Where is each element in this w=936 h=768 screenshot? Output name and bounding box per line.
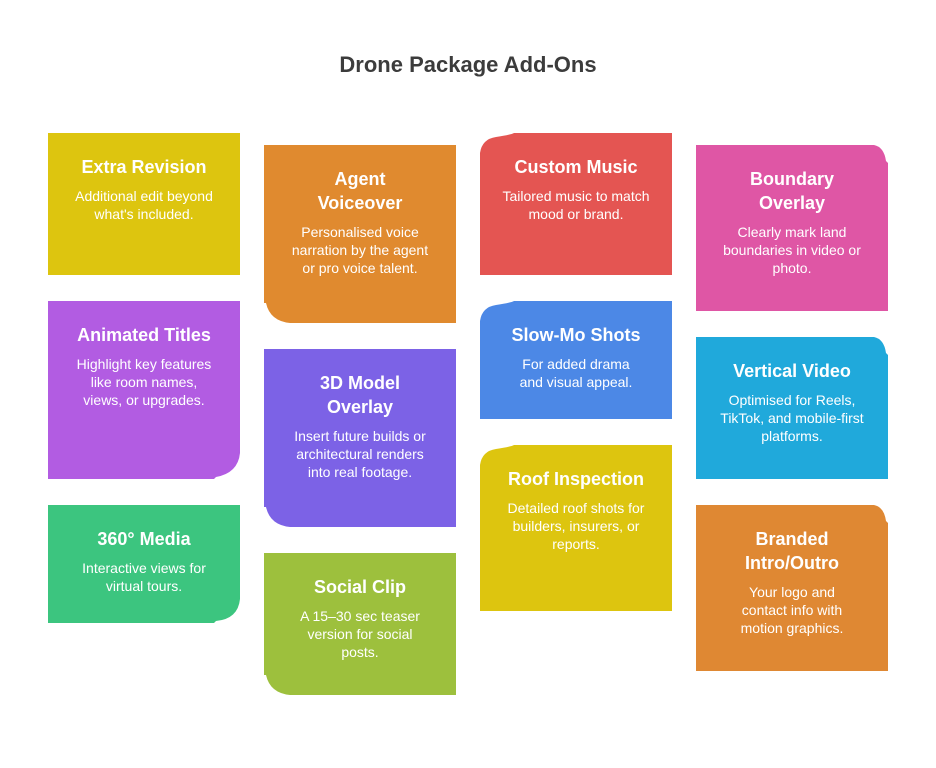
card-extra-revision: Extra Revision Additional edit beyond wh… (48, 133, 240, 275)
card-title: 3D Model Overlay (319, 373, 400, 417)
card-description: Highlight key features like room names, … (76, 356, 212, 408)
card-title: Agent Voiceover (317, 169, 403, 213)
card-background (264, 553, 456, 695)
card-3d-model-overlay: 3D Model Overlay Insert future builds or… (264, 349, 456, 527)
card-background (480, 445, 672, 611)
card-agent-voiceover: Agent Voiceover Personalised voice narra… (264, 145, 456, 323)
card-background (264, 349, 456, 527)
card-description: Additional edit beyond what's included. (75, 188, 213, 222)
card-title: Slow-Mo Shots (511, 325, 641, 345)
card-title: Branded Intro/Outro (745, 529, 839, 573)
card-title: Boundary Overlay (749, 169, 834, 213)
card-animated-titles: Animated Titles Highlight key features l… (48, 301, 240, 479)
card-title: Social Clip (313, 577, 407, 597)
card-background (696, 337, 888, 479)
card-description: For added drama and visual appeal. (519, 356, 633, 390)
card-custom-music: Custom Music Tailored music to match moo… (480, 133, 672, 275)
card-branded-intro-outro: Branded Intro/Outro Your logo and contac… (696, 505, 888, 671)
card-title: Roof Inspection (508, 469, 644, 489)
card-360-media: 360° Media Interactive views for virtual… (48, 505, 240, 623)
card-vertical-video: Vertical Video Optimised for Reels, TikT… (696, 337, 888, 479)
card-description: Your logo and contact info with motion g… (740, 584, 844, 636)
card-background (696, 505, 888, 671)
card-background (480, 301, 672, 419)
page-title: Drone Package Add-Ons (339, 52, 597, 77)
card-background (480, 133, 672, 275)
card-description: Optimised for Reels, TikTok, and mobile-… (720, 392, 864, 444)
card-background (696, 145, 888, 311)
card-description: Interactive views for virtual tours. (82, 560, 206, 594)
card-description: A 15–30 sec teaser version for social po… (300, 608, 420, 660)
card-background (48, 301, 240, 479)
card-title: Extra Revision (81, 157, 207, 177)
card-background (264, 145, 456, 323)
card-title: Vertical Video (733, 361, 851, 381)
card-boundary-overlay: Boundary Overlay Clearly mark land bound… (696, 145, 888, 311)
card-description: Insert future builds or architectural re… (294, 428, 426, 480)
card-description: Tailored music to match mood or brand. (502, 188, 650, 222)
card-description: Detailed roof shots for builders, insure… (507, 500, 645, 552)
card-roof-inspection: Roof Inspection Detailed roof shots for … (480, 445, 672, 611)
card-description: Clearly mark land boundaries in video or… (723, 224, 861, 276)
card-title: 360° Media (97, 529, 191, 549)
card-background (48, 505, 240, 623)
card-background (48, 133, 240, 275)
card-title: Animated Titles (77, 325, 211, 345)
card-description: Personalised voice narration by the agen… (291, 224, 429, 276)
card-social-clip: Social Clip A 15–30 sec teaser version f… (264, 553, 456, 695)
card-slow-mo-shots: Slow-Mo Shots For added drama and visual… (480, 301, 672, 419)
card-title: Custom Music (514, 157, 638, 177)
